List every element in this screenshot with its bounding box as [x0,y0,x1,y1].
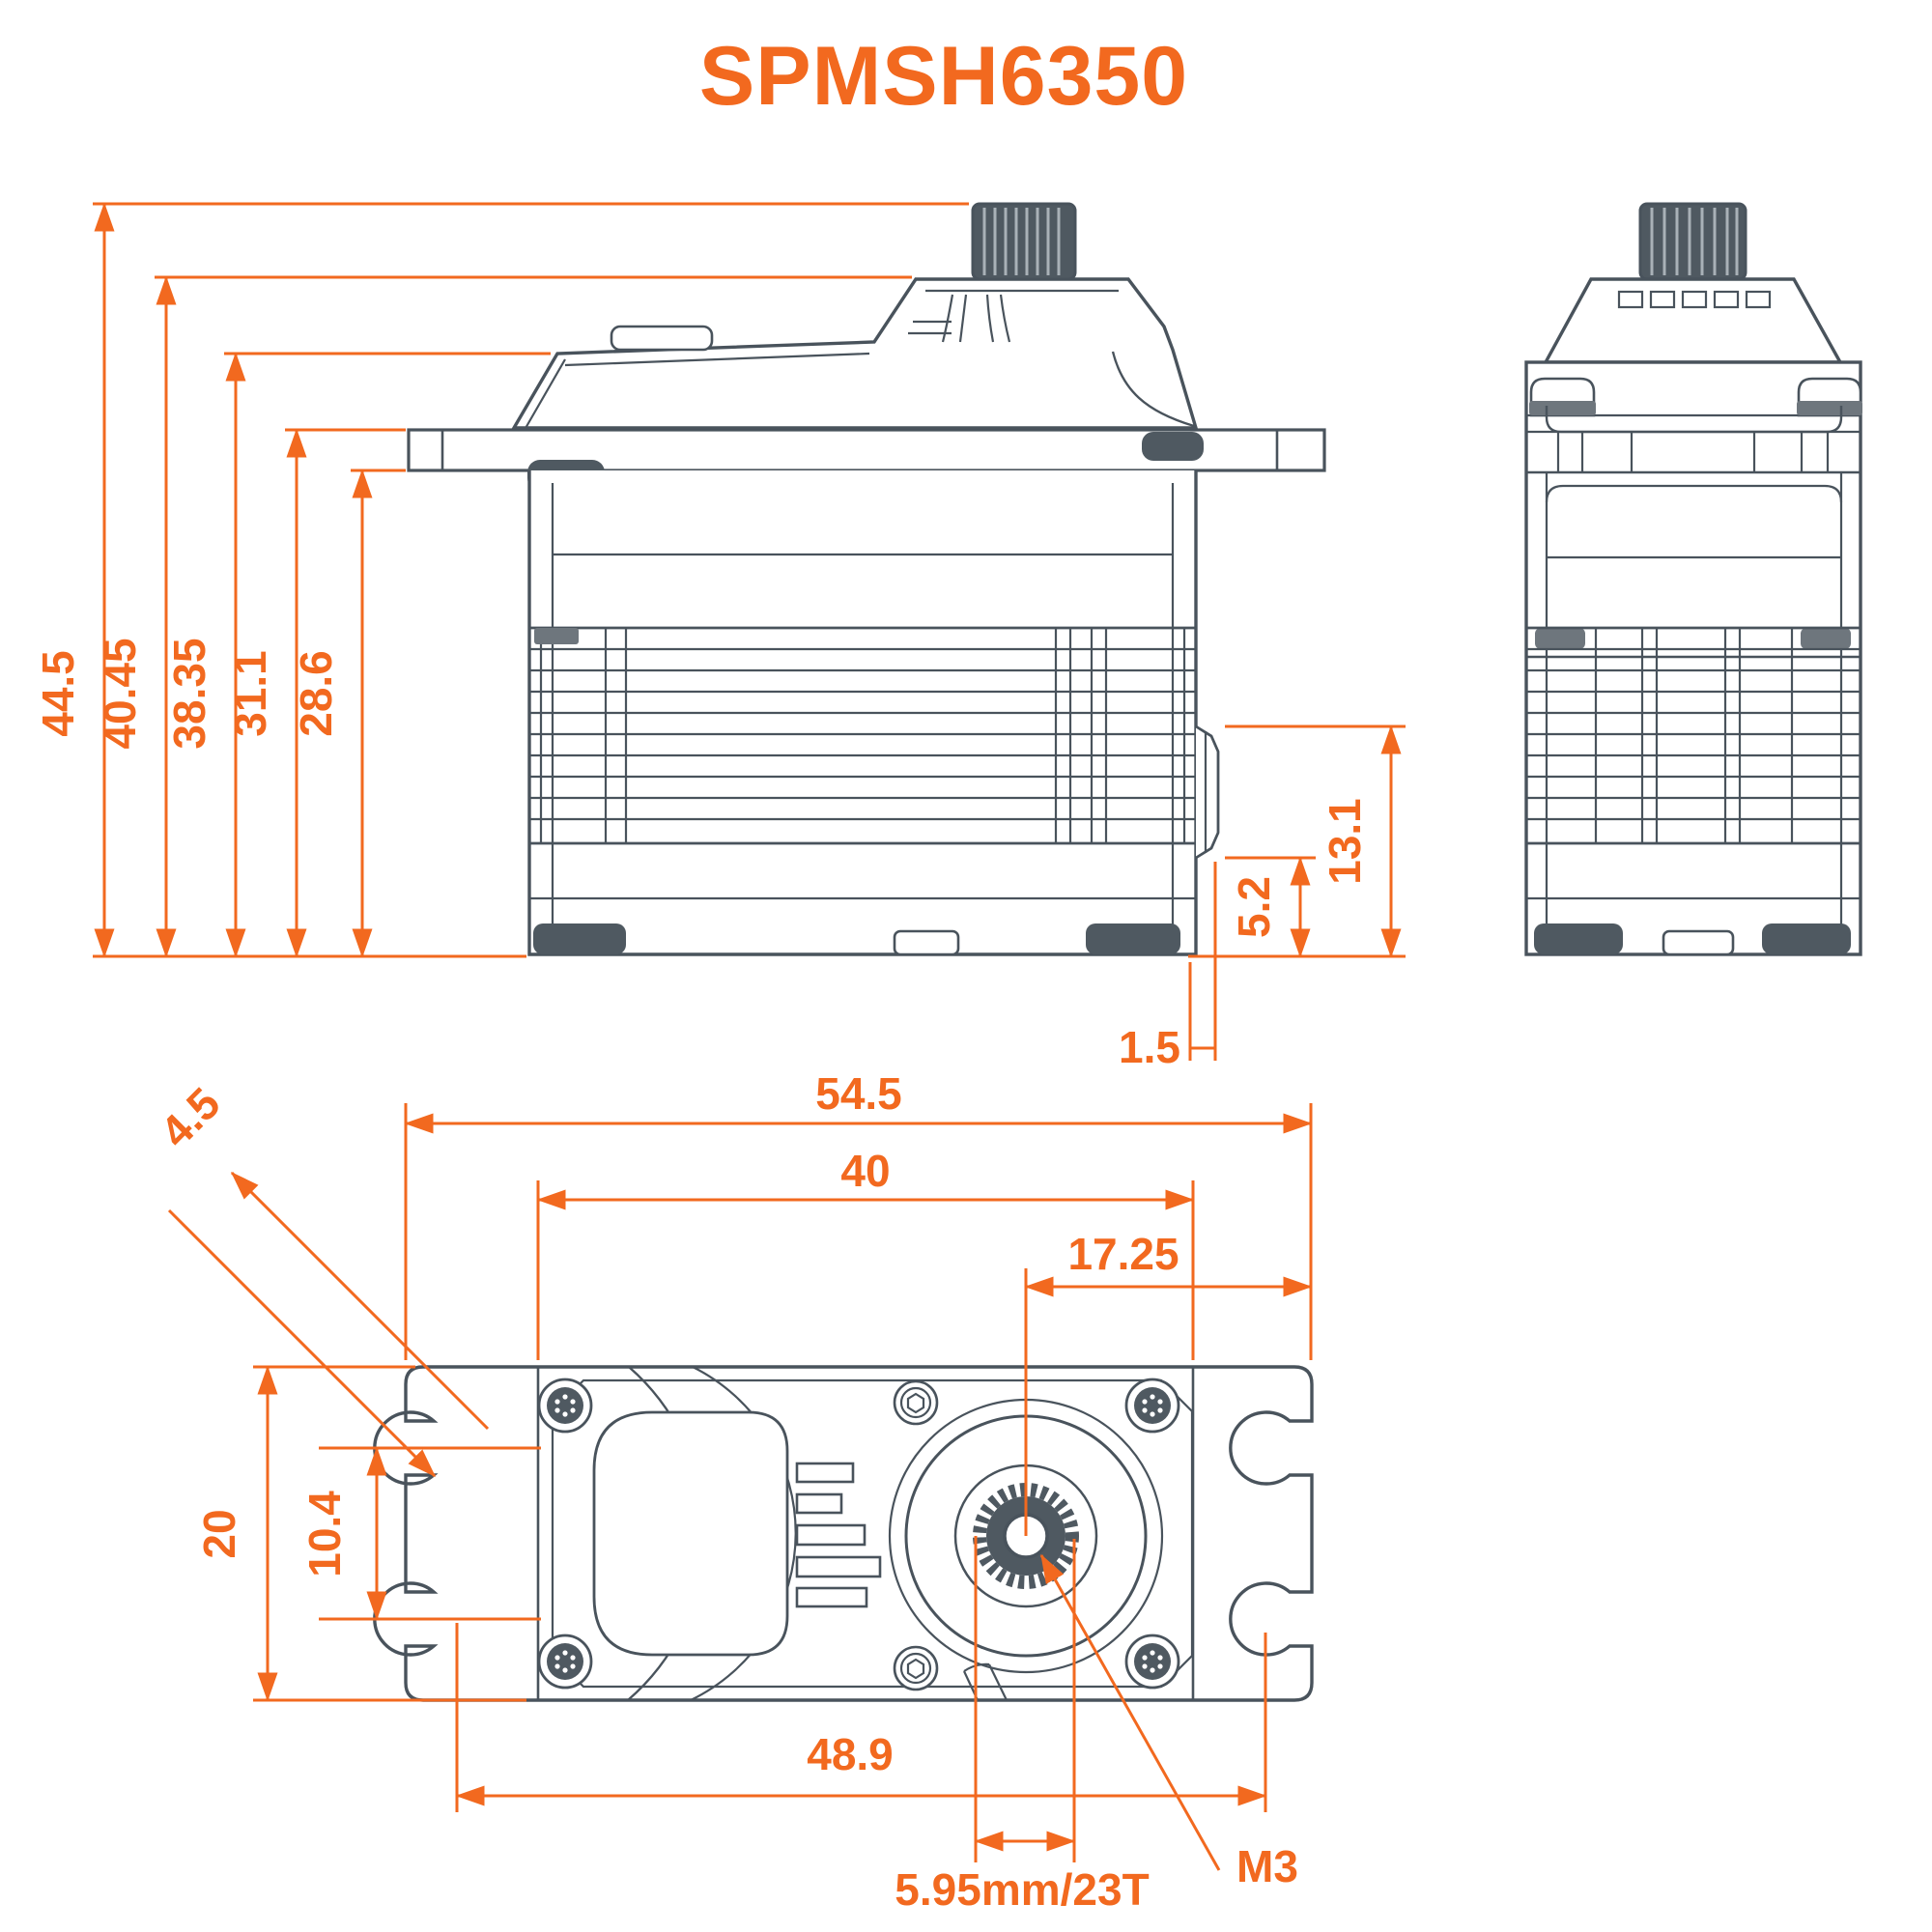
side-cooling-fins [1526,626,1861,845]
side-output-shaft [1638,202,1747,281]
dim-label-17-25: 17.25 [1067,1229,1179,1279]
dim-label-40: 40 [840,1146,890,1196]
side-foot-left [1534,923,1623,954]
side-case [1524,360,1862,956]
dim-height-to-cap: 40.45 [95,275,912,958]
connector [1195,724,1220,860]
side-view [1524,202,1862,956]
bottom-view [373,1365,1314,1702]
bottom-view-dimensions: 54.5 40 17.25 4.5 20 10.4 [151,1068,1313,1915]
side-foot-right [1762,923,1851,954]
dim-label-28-6: 28.6 [291,650,341,737]
dim-spline: 5.95mm/23T [895,1536,1150,1915]
case-clip [610,325,714,352]
dim-mount-span: 48.9 [455,1623,1267,1812]
case-foot-left [533,923,626,954]
housing-foot-right [1142,432,1204,461]
dim-label-13-1: 13.1 [1320,798,1370,885]
dim-label-31-1: 31.1 [225,650,275,737]
case-foot-right [1086,923,1180,954]
dim-connector-protrusion: 1.5 [1119,862,1217,1072]
dim-label-40-45: 40.45 [95,638,145,749]
dim-overall-depth: 20 [194,1365,526,1702]
page-title: SPMSH6350 [699,30,1188,123]
motor-pocket [592,1410,789,1657]
dim-label-5-2: 5.2 [1229,876,1279,938]
small-screw-bottom [893,1645,939,1691]
dim-label-m3: M3 [1236,1841,1298,1891]
dim-label-spline: 5.95mm/23T [895,1864,1149,1915]
dim-case-width: 40 [536,1146,1195,1360]
output-shaft-spline [971,202,1077,281]
dim-label-20: 20 [194,1509,244,1558]
dim-connector-offset: 5.2 [1225,856,1316,958]
dim-label-54-5: 54.5 [815,1068,902,1119]
dim-connector-height: 13.1 [1188,724,1406,958]
dim-label-4-5: 4.5 [151,1078,230,1157]
dim-height-to-flange-bottom: 28.6 [291,469,406,958]
small-screw-top [893,1379,939,1426]
dim-label-1-5: 1.5 [1119,1022,1180,1072]
dim-label-48-9: 48.9 [807,1729,894,1779]
dim-mount-hole-spacing: 10.4 [299,1446,541,1621]
dim-height-to-flange-top: 31.1 [225,428,406,958]
connector-pads [795,1462,882,1608]
dim-overall-height: 44.5 [33,202,969,958]
side-bottom-tab [1662,929,1735,956]
dim-shaft-to-edge: 17.25 [1024,1229,1313,1536]
bottom-tab [893,929,960,956]
dim-label-38-35: 38.35 [164,638,214,749]
dim-label-10-4: 10.4 [299,1491,350,1577]
cooling-fins [529,626,1196,845]
front-view-dimensions: 44.5 40.45 38.35 31.1 28.6 13.1 [33,202,1406,1072]
dim-height-to-case-top: 38.35 [164,352,551,958]
motor-circle-inner [690,1366,797,1701]
label-screw-thread: M3 [1039,1553,1298,1891]
case-screws [537,1378,1180,1690]
dim-overall-width: 54.5 [404,1068,1313,1360]
dim-label-44-5: 44.5 [33,650,83,737]
front-view [407,202,1326,956]
cap-ridges [1617,290,1772,309]
